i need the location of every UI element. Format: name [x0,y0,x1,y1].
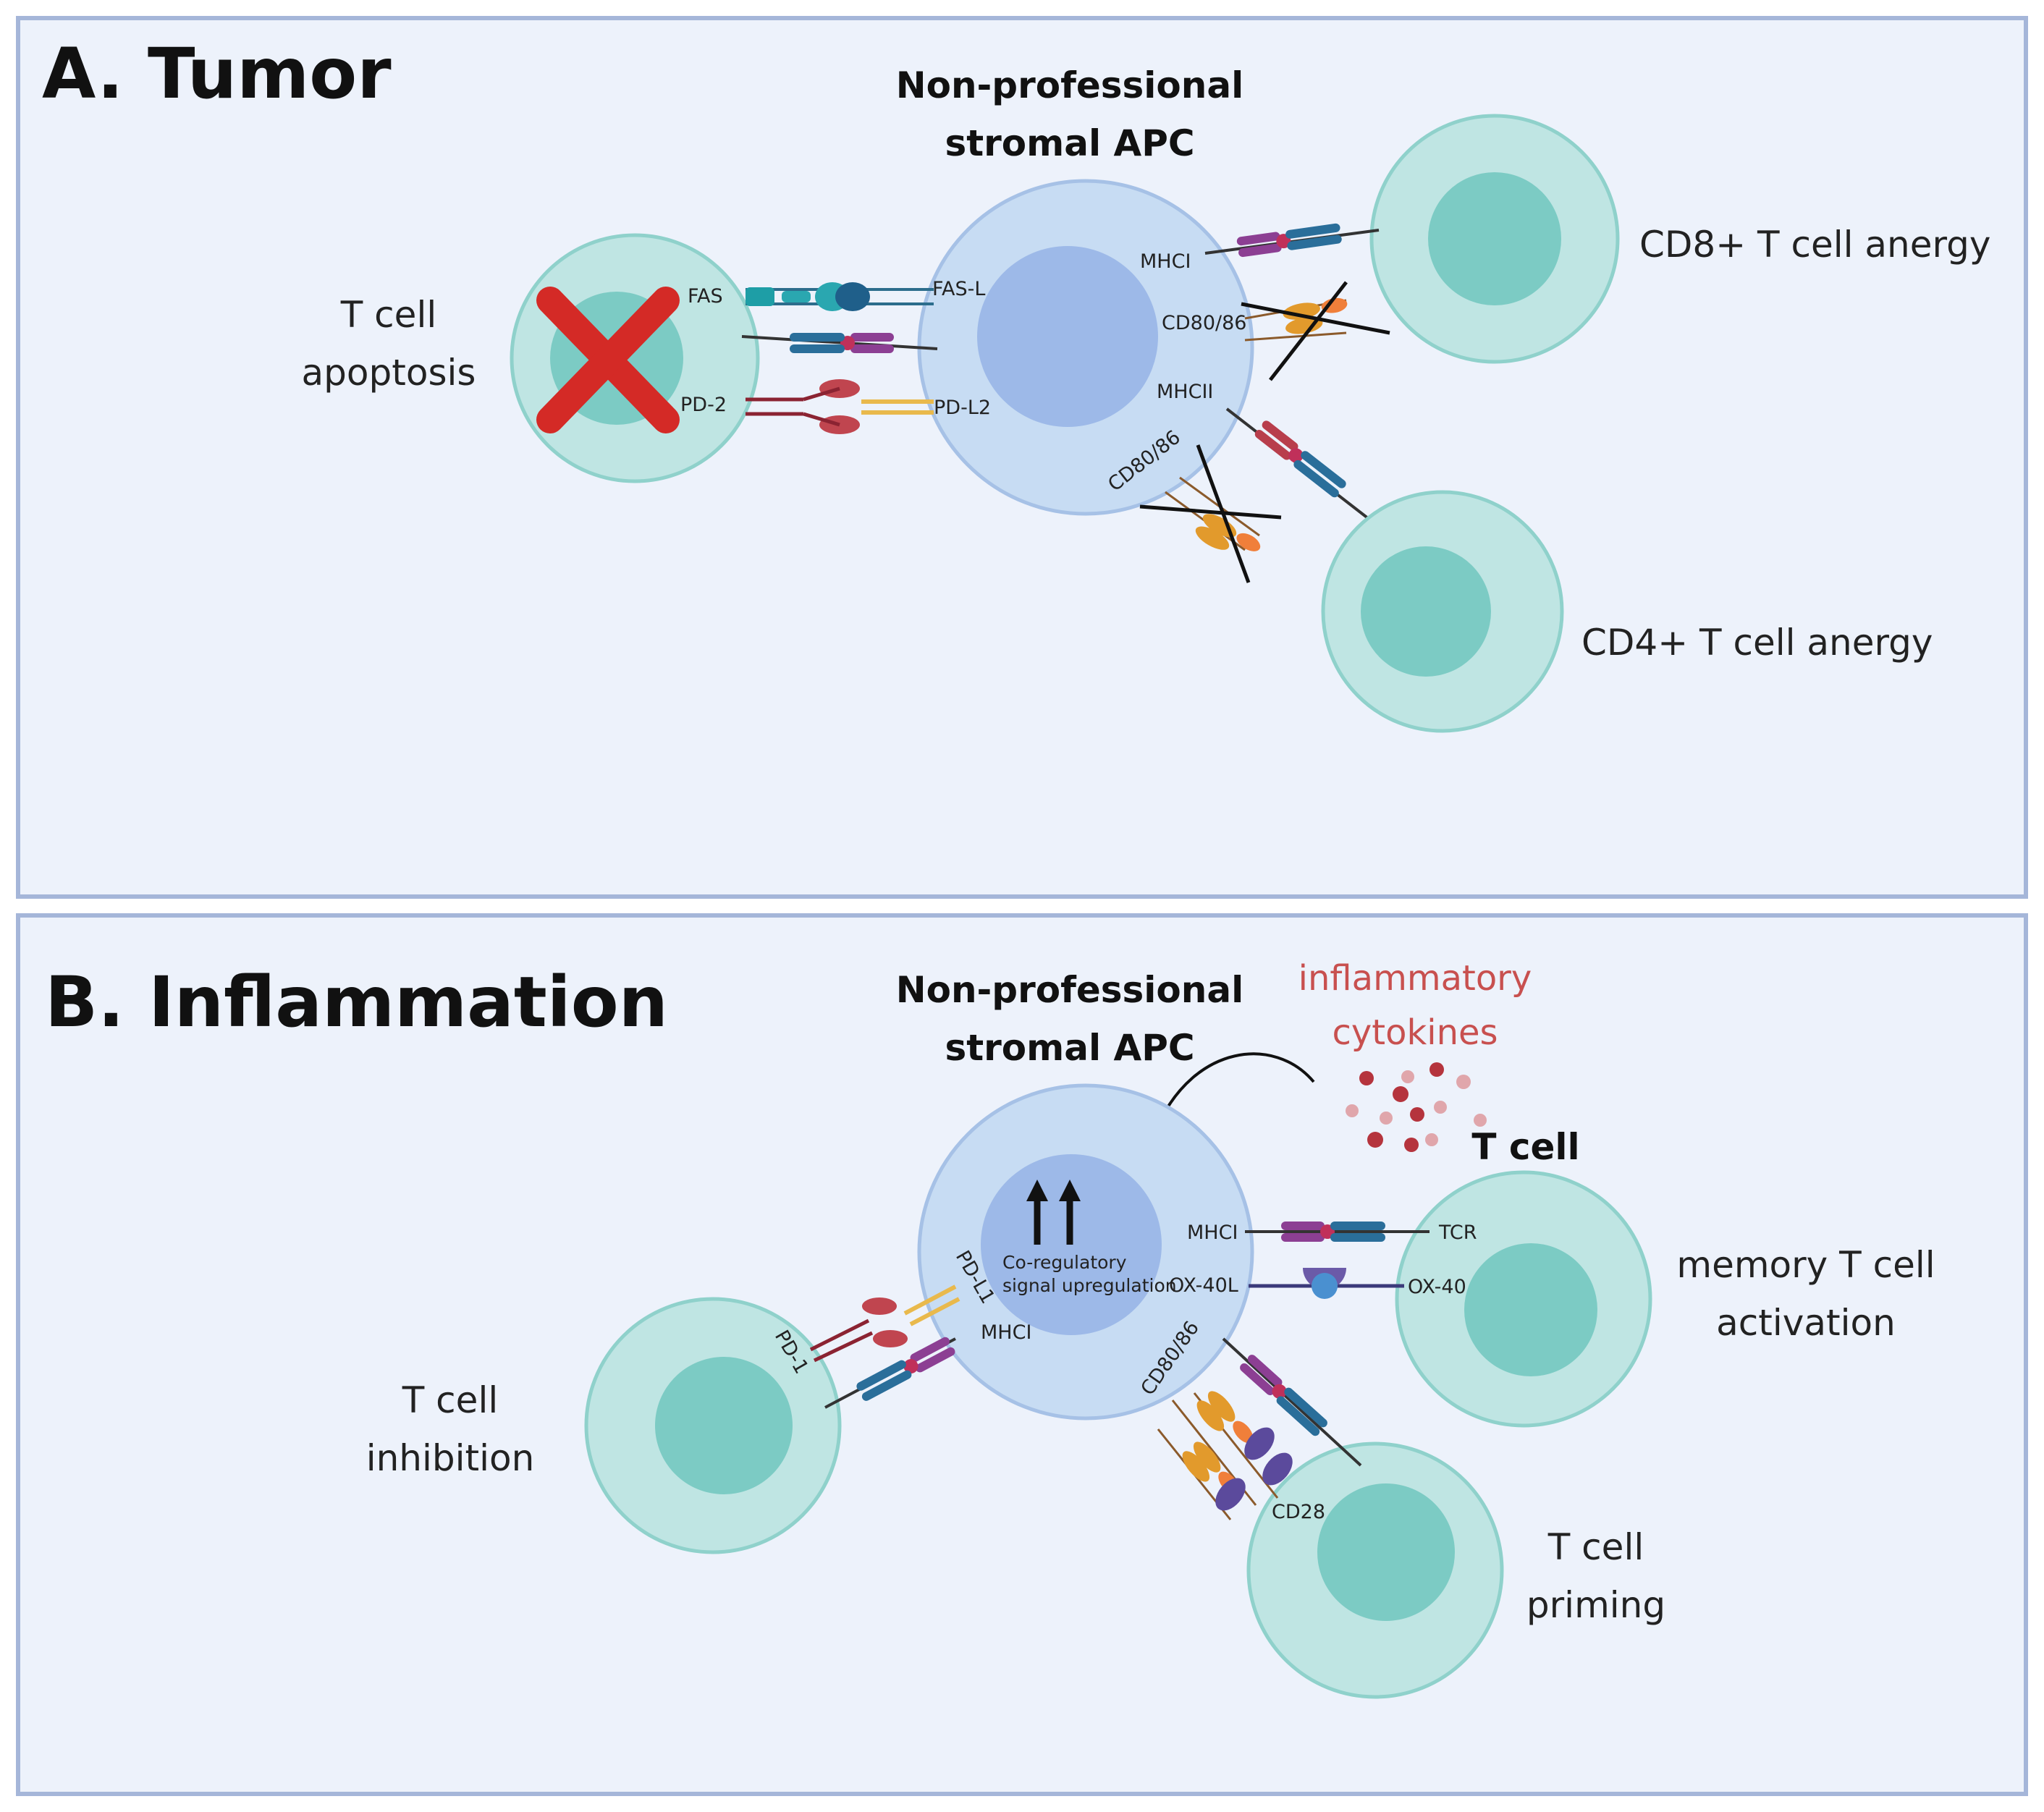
mhc-complex-middle [741,333,938,353]
memory-t-cell [1395,1170,1652,1428]
apc-title-a-line1: Non-professional [896,64,1244,106]
t-cell-header: T cell [1471,1126,1579,1168]
priming-t-cell [1246,1441,1504,1699]
inhibition-label-line1: T cell [402,1379,498,1421]
fas-fasl-interaction [746,282,934,311]
apc-title-b-line1: Non-professional [896,969,1244,1011]
panel-b-title: B. Inflammation [45,962,668,1043]
mhci-label-a: MHCI [1140,250,1191,273]
fas-label: FAS [688,285,723,308]
cd4-anergy-label: CD4+ T cell anergy [1581,622,1933,664]
cd8-t-cell [1369,114,1620,364]
fasl-label: FAS-L [932,278,985,300]
mhci-left-label: MHCI [981,1321,1031,1344]
apoptotic-t-cell [510,233,760,483]
ox40-label: OX-40 [1408,1276,1466,1298]
inhibition-label-line2: inhibition [366,1437,535,1479]
upregulation-arrows-icon [1026,1180,1081,1245]
cd8086-lower-blocked [1139,444,1282,583]
apc-cell-a [917,179,1254,516]
mhcii-tcr-cd4 [1225,407,1373,522]
cytokine-particles [1346,1062,1487,1152]
apc-title-b-line2: stromal APC [945,1027,1194,1069]
priming-label-line1: T cell [1547,1526,1644,1568]
mhci-tcr-memory [1245,1222,1429,1242]
apoptosis-cross-icon [536,287,680,433]
apoptosis-label-line1: T cell [340,294,436,336]
ox40l-ox40-interaction [1249,1268,1404,1299]
pd1-pdl1-interaction [809,1284,960,1363]
cd28-label: CD28 [1272,1501,1325,1523]
upregulation-label-line1: Co-regulatory [1002,1252,1127,1273]
inhibited-t-cell [584,1297,842,1554]
pdl2-label: PD-L2 [934,397,991,419]
tcr-label: TCR [1438,1222,1477,1244]
cd8086-cd28-priming [1157,1337,1362,1520]
mhci-tcr-inhibition [824,1335,957,1409]
cytokines-label-line1: inflammatory [1298,958,1532,999]
mhcii-label: MHCII [1157,381,1213,403]
upregulation-label-line2: signal upregulation [1002,1275,1177,1296]
cd8086-upper-blocked [1241,281,1390,381]
ox40l-label: OX-40L [1169,1274,1238,1297]
memory-label-line2: activation [1716,1302,1896,1344]
pd2-pdl2-interaction [746,379,934,434]
cd4-t-cell [1321,490,1564,733]
cd8-anergy-label: CD8+ T cell anergy [1639,224,1990,266]
panel-a-title: A. Tumor [42,33,392,114]
priming-label-line2: priming [1526,1584,1665,1626]
cd8086-upper-label: CD80/86 [1162,312,1246,334]
mhci-tcr-cd8 [1204,223,1380,258]
apc-title-a-line2: stromal APC [945,122,1194,164]
memory-label-line1: memory T cell [1676,1244,1935,1286]
pd2-label: PD-2 [680,394,727,416]
cytokines-label-line2: cytokines [1332,1012,1498,1053]
apoptosis-label-line2: apoptosis [302,352,476,394]
mhci-right-label: MHCI [1187,1222,1238,1244]
